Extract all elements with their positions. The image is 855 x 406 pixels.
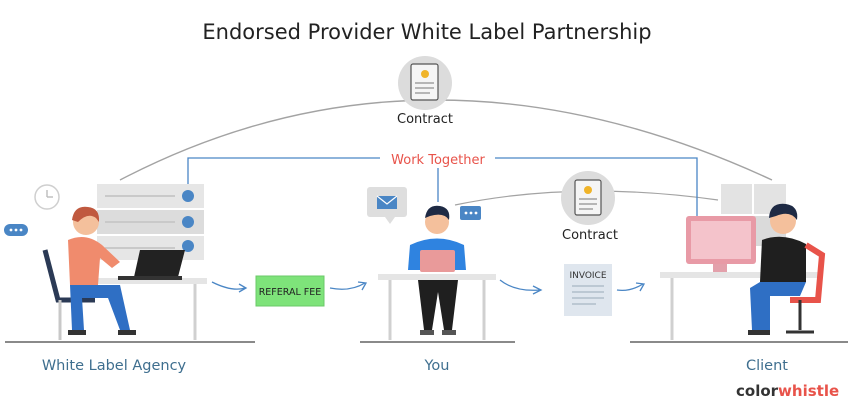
chat-dots-icon [460,206,481,220]
svg-text:colorwhistle: colorwhistle [736,382,839,400]
mid-contract-icon [561,171,615,225]
invoice-label: INVOICE [569,271,606,281]
mid-contract-label: Contract [562,228,618,243]
arrow-invoice-to-client [616,282,646,292]
server-rack-icon [97,184,204,260]
client-label: Client [746,358,788,374]
arrow-fee-to-you [329,281,368,291]
arrow-you-to-invoice [499,279,543,295]
colorwhistle-logo: colorwhistle [736,382,839,400]
client-scene [660,184,826,340]
agency-label: White Label Agency [42,358,187,374]
top-contract-icon [398,56,452,110]
logo-text-b: whistle [778,382,839,400]
referral-fee-box [255,275,325,307]
you-scene [367,187,496,340]
top-contract-label: Contract [397,112,453,127]
you-label: You [424,358,450,374]
clock-icon [34,184,60,210]
work-together-connector [187,157,698,218]
invoice-document [564,264,612,316]
chat-dots-icon [4,224,28,236]
mail-icon [367,187,407,224]
arrow-agency-to-fee [211,281,248,293]
work-together-label: Work Together [391,153,485,168]
logo-text-a: color [736,382,779,400]
agency-scene [4,184,207,340]
referral-fee-label: REFERAL FEE [259,287,322,298]
diagram-title: Endorsed Provider White Label Partnershi… [202,20,651,44]
